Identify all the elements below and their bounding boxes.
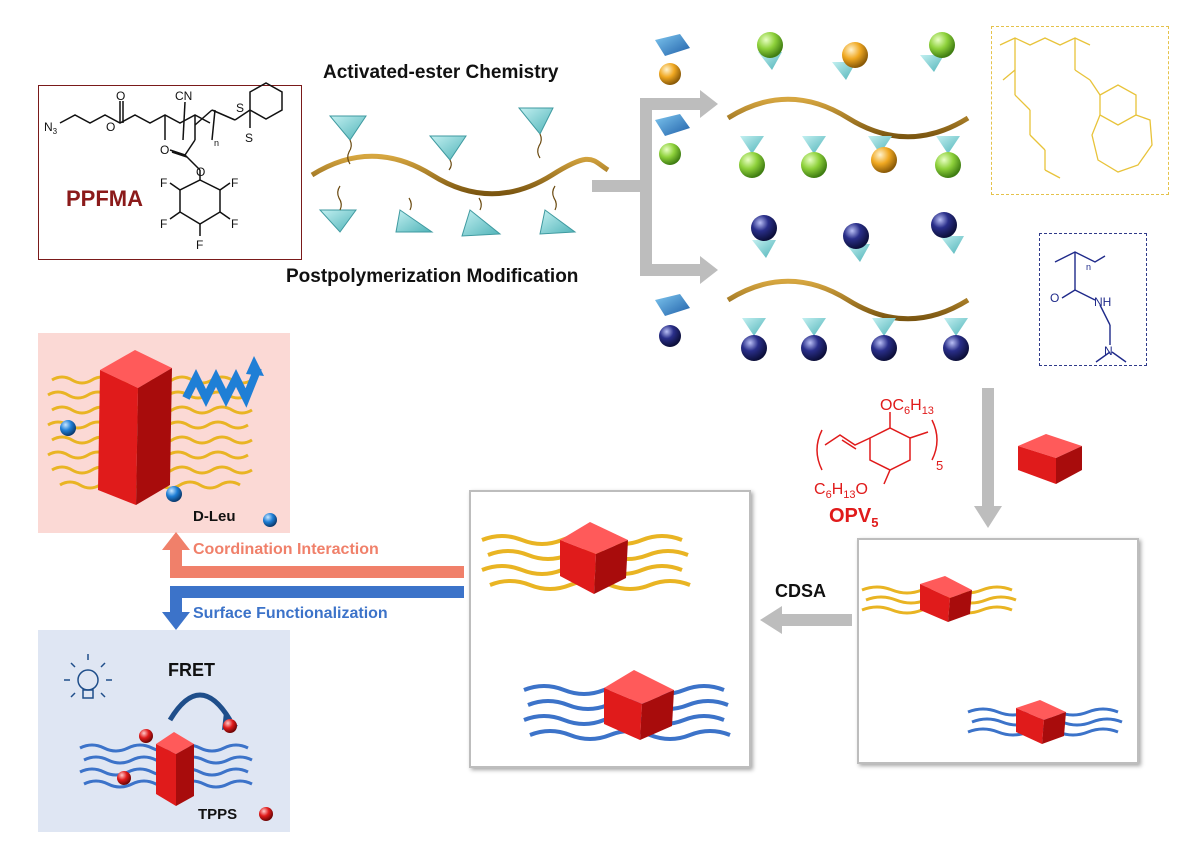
wedge xyxy=(318,209,357,233)
amine-chemical-structure xyxy=(1054,251,1127,363)
fret-arrow xyxy=(167,692,233,722)
wedge xyxy=(461,209,502,237)
opv5-sub: 5 xyxy=(871,515,879,530)
cdsa-product-frame-small xyxy=(857,538,1139,764)
postpolymerization-label: Postpolymerization Modification xyxy=(286,266,579,287)
wedge xyxy=(395,209,434,233)
amine-n-subscript: n xyxy=(1086,262,1091,272)
ppfma-chemical-structure xyxy=(59,82,283,236)
tpps-label: TPPS xyxy=(198,806,238,823)
surface-label: Surface Functionalization xyxy=(193,605,388,622)
wedge xyxy=(539,209,577,235)
f1-label: F xyxy=(160,176,167,190)
d-leu-label: D-Leu xyxy=(193,508,236,525)
opv5-chemical-structure xyxy=(816,412,938,485)
branching-arrows xyxy=(592,90,718,284)
green-sphere xyxy=(659,143,681,165)
f2-label: F xyxy=(231,176,238,190)
wedge xyxy=(517,107,554,135)
d-leu-sphere xyxy=(166,486,182,502)
navy-sphere xyxy=(659,325,681,347)
d-leu-legend-sphere xyxy=(263,513,277,527)
amine-polymer xyxy=(726,212,970,361)
surface-functionalization-arrow xyxy=(162,586,464,630)
fret-label: FRET xyxy=(168,660,215,680)
tpps-sphere xyxy=(139,729,153,743)
sulfur-label: S xyxy=(236,101,244,115)
coordination-arrow xyxy=(162,532,464,578)
orange-sphere xyxy=(659,63,681,85)
cdsa-arrow xyxy=(760,606,852,634)
emission-wave-icon xyxy=(182,366,262,408)
small-frame-red-core-2 xyxy=(1016,700,1066,744)
crown-ether-polymer xyxy=(726,32,970,178)
phenoxy-o-label: O xyxy=(196,165,205,179)
crown-ether-structure-box xyxy=(991,26,1169,195)
ppfma-atom-labels: N3 O O CN S S n O O F F F F F xyxy=(44,89,253,252)
opv-hexyloxy-top: OC6H13 xyxy=(880,397,934,417)
activated-ester-label: Activated-ester Chemistry xyxy=(323,62,559,83)
f3-label: F xyxy=(160,217,167,231)
wedge xyxy=(428,135,467,161)
ppfma-structure-box xyxy=(38,85,302,260)
opv-repeat-number: 5 xyxy=(936,458,943,473)
opv-hexyloxy-bottom: C6H13O xyxy=(814,481,868,501)
f4-label: F xyxy=(231,217,238,231)
ppfma-label: PPFMA xyxy=(66,186,143,211)
d-leu-red-fiber xyxy=(98,350,172,505)
coordination-label: Coordination Interaction xyxy=(193,541,379,558)
crown-ether-chemical-structure xyxy=(999,37,1153,179)
tpps-sphere xyxy=(117,771,131,785)
ppfma-polymer-chain xyxy=(310,107,610,237)
amide-o-label: O xyxy=(1050,291,1059,305)
ester2-o-label: O xyxy=(160,143,169,157)
small-frame-red-core-1 xyxy=(920,576,972,622)
thione-s-label: S xyxy=(245,131,253,145)
large-frame-red-core-1 xyxy=(560,522,628,594)
amide-nh-label: NH xyxy=(1094,295,1111,309)
carbonyl-o-label: O xyxy=(116,89,125,103)
wedge xyxy=(328,115,367,141)
azide-label: N3 xyxy=(44,120,58,136)
n-subscript-label: n xyxy=(214,138,219,148)
amine-structure-box xyxy=(1039,233,1147,366)
down-arrow xyxy=(974,388,1002,528)
tpps-sphere xyxy=(223,719,237,733)
emission-arrow-head xyxy=(246,356,264,376)
reagent-icons xyxy=(655,34,690,347)
d-leu-sphere xyxy=(60,420,76,436)
cyano-label: CN xyxy=(175,89,192,103)
tpps-legend-sphere xyxy=(259,807,273,821)
ester-o-label: O xyxy=(106,120,115,134)
opv5-main: OPV xyxy=(829,505,872,527)
large-frame-red-core-2 xyxy=(604,670,674,740)
amine-n-label: N xyxy=(1104,344,1113,358)
tpps-red-core xyxy=(156,732,194,806)
cdsa-label: CDSA xyxy=(775,581,827,601)
opv5-block-icon xyxy=(1018,434,1082,484)
opv5-label: OPV5 xyxy=(829,505,878,530)
f5-label: F xyxy=(196,238,203,252)
lightbulb-icon xyxy=(64,654,112,699)
